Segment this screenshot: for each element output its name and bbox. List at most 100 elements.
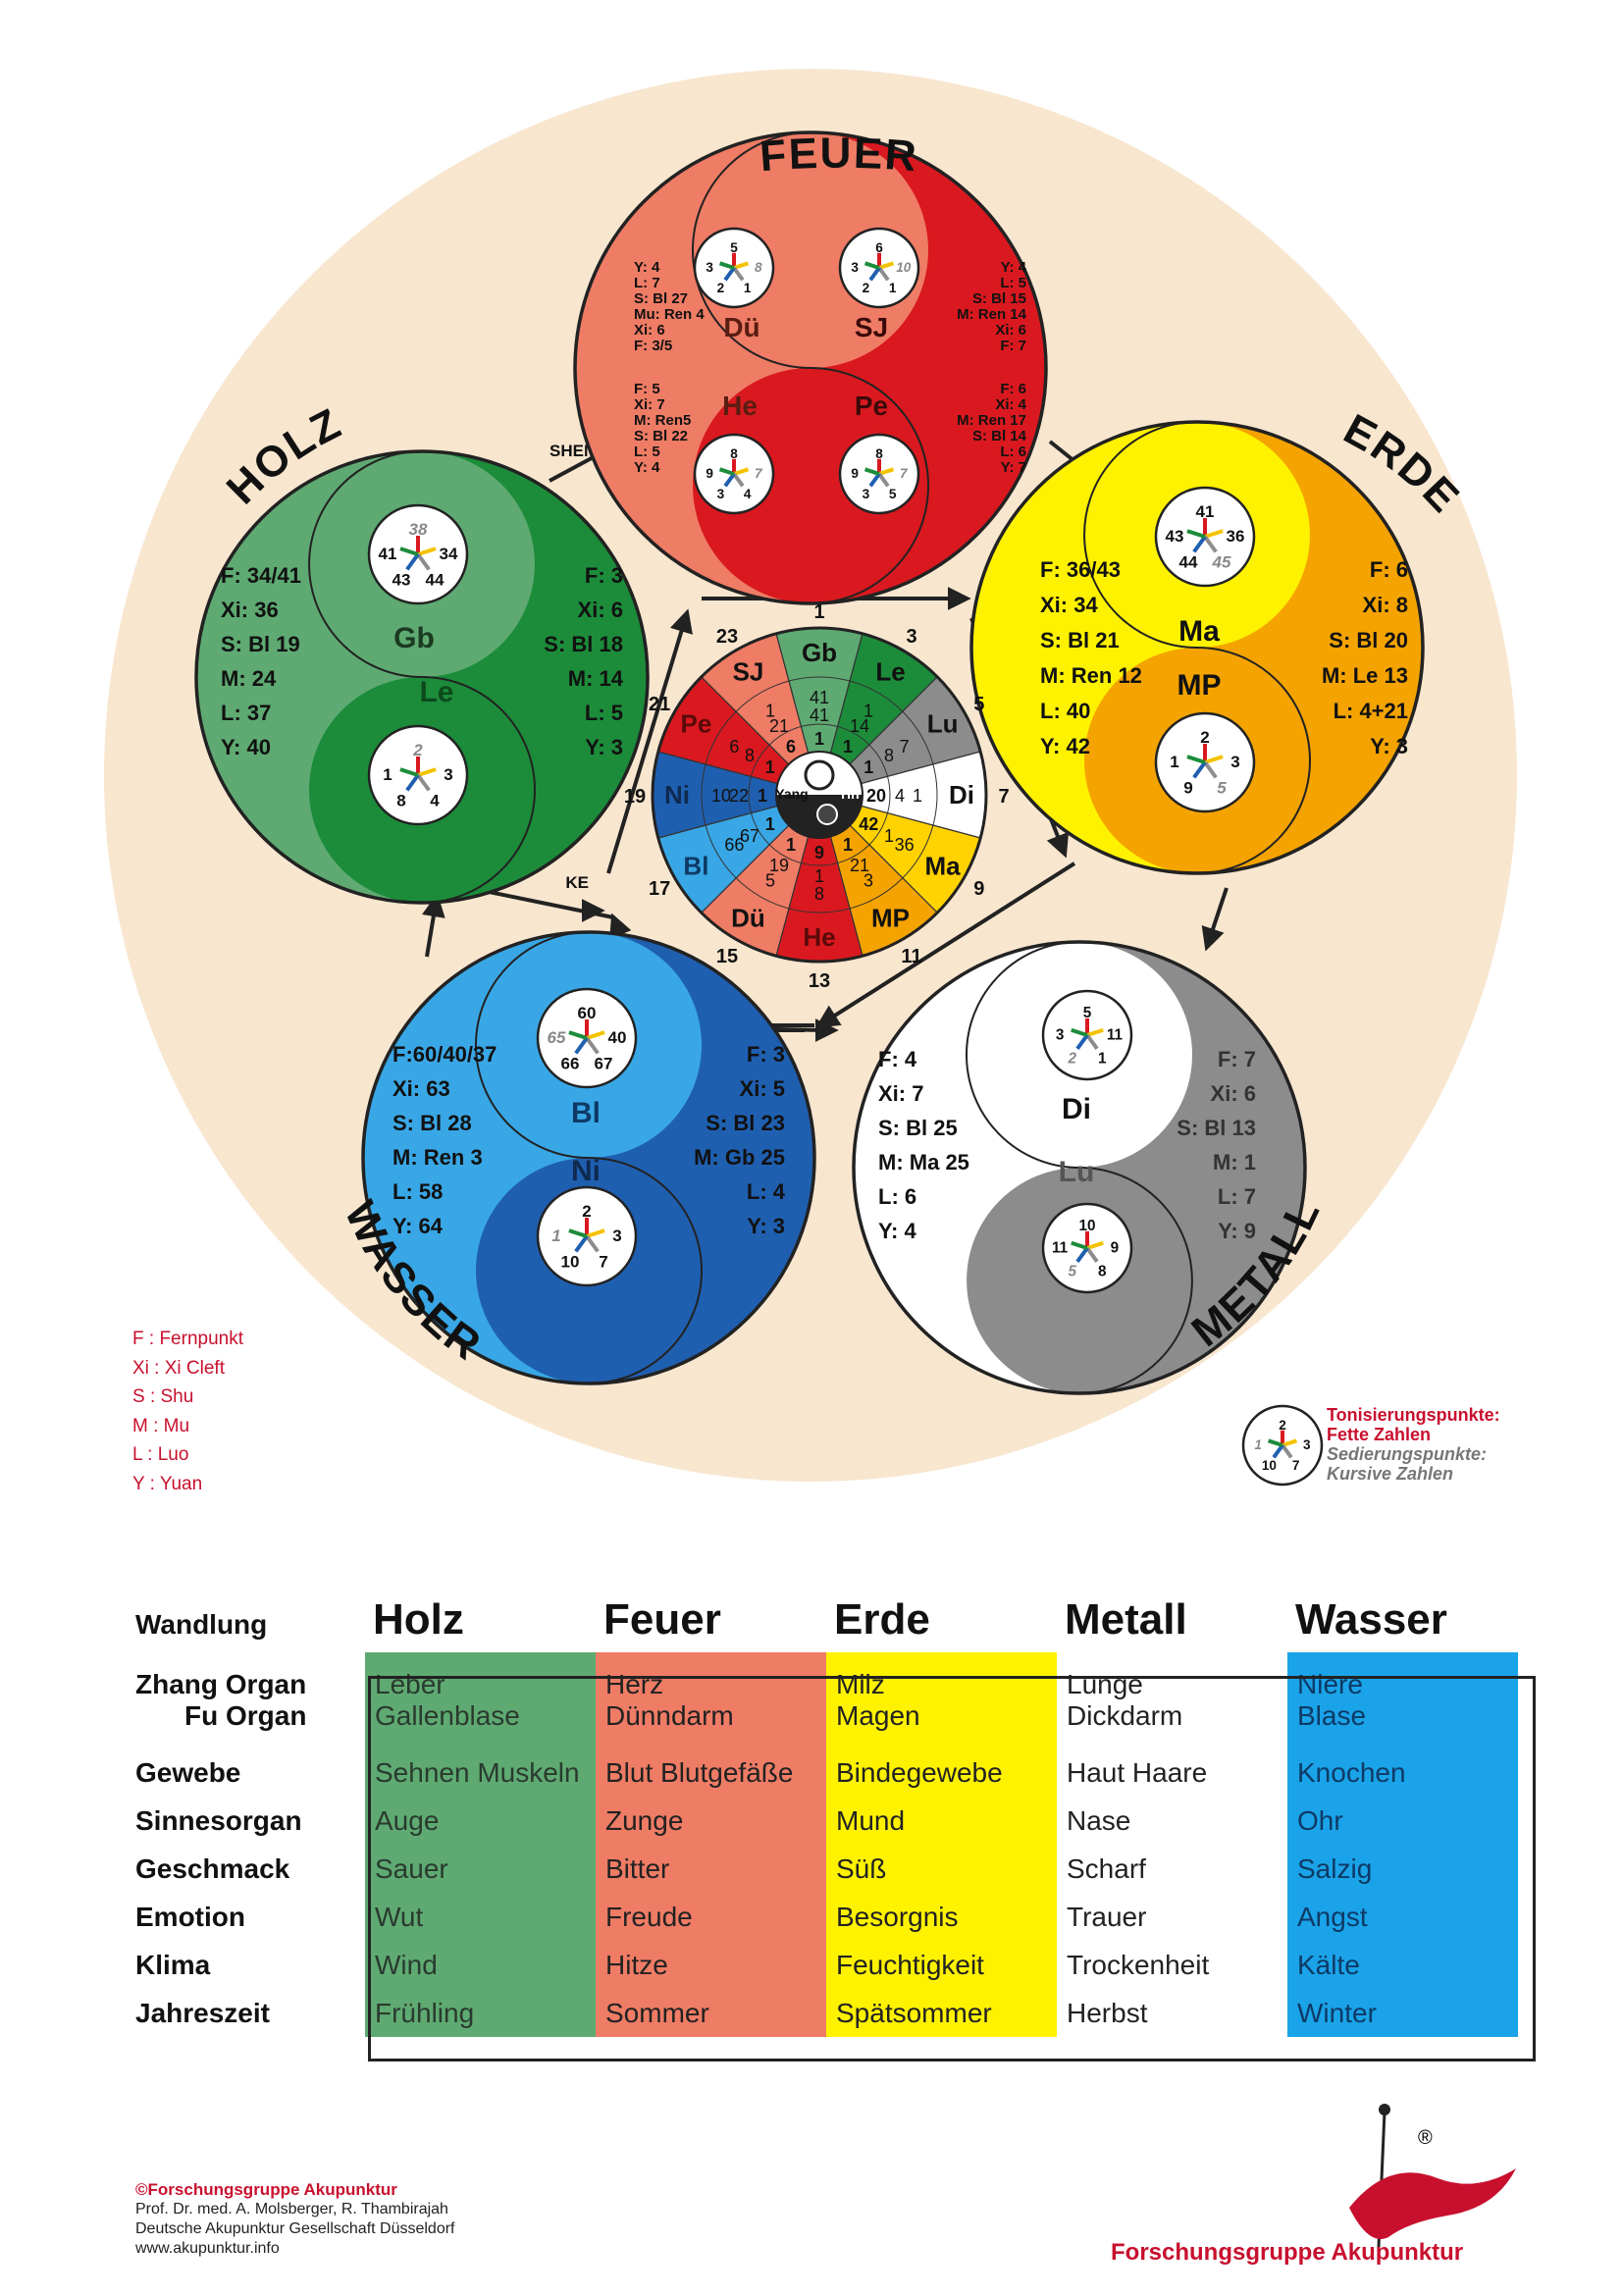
- star-ray: [718, 261, 735, 270]
- table-cell: Blut Blutgefäße: [596, 1748, 826, 1797]
- point-line: Xi: 6: [578, 598, 623, 622]
- point-line: Xi: 5: [740, 1076, 785, 1101]
- pentagon-number: 38: [409, 520, 428, 539]
- footer-url: www.akupunktur.info: [135, 2240, 280, 2257]
- star-ray: [416, 773, 431, 792]
- table-cell: Salzig: [1287, 1845, 1518, 1893]
- clock-point: 10: [711, 786, 731, 806]
- row-label: Gewebe: [135, 1756, 241, 1788]
- star-ray: [732, 266, 745, 282]
- header-metall: Metall: [1065, 1595, 1187, 1644]
- clock-point: 1: [786, 835, 796, 855]
- clock-point: 21: [769, 716, 789, 736]
- table-cell: Spätsommer: [826, 1989, 1057, 2037]
- point-line: L: 6: [878, 1184, 916, 1209]
- tonisierung-title: Tonisierungspunkte:: [1327, 1405, 1500, 1425]
- clock-point: 20: [866, 786, 886, 806]
- header-wandlung: Wandlung: [135, 1609, 268, 1640]
- pentagon-number: 3: [717, 487, 725, 501]
- clock-point: 19: [769, 856, 789, 875]
- point-line: F: 3/5: [634, 338, 672, 354]
- pentagon-number: 43: [1166, 527, 1184, 546]
- clock-hour: 5: [973, 694, 984, 715]
- cell-line: Milz: [836, 1669, 885, 1699]
- pentagon-number: 8: [755, 260, 762, 275]
- star-ray: [585, 1234, 600, 1253]
- clock-point: 4: [895, 786, 905, 806]
- yin-label: Yin: [838, 786, 859, 802]
- clock-point: 1: [843, 835, 853, 855]
- pentagon-number: 41: [1196, 502, 1215, 521]
- clock-organ-label: Ni: [664, 780, 690, 809]
- star-ray: [868, 472, 881, 488]
- table-cell: Auge: [365, 1797, 596, 1845]
- clock-organ-label: He: [803, 922, 835, 952]
- star-ray: [863, 261, 880, 270]
- circle-border: [852, 940, 1307, 1395]
- point-line: S: Bl 23: [706, 1111, 785, 1135]
- star-ray: [868, 266, 881, 282]
- point-line: L: 4+21: [1334, 699, 1408, 723]
- pentagon-number: 3: [1303, 1437, 1311, 1452]
- header-wasser: Wasser: [1295, 1595, 1447, 1644]
- clock-point: 8: [745, 746, 755, 765]
- star-ray: [417, 547, 437, 556]
- point-line: Xi: 7: [634, 396, 665, 413]
- pentagon-number: 9: [1111, 1239, 1120, 1256]
- clock-point: 1: [814, 866, 824, 886]
- row-label: Klima: [135, 1949, 211, 1980]
- pentagon-number: 44: [1179, 553, 1198, 572]
- table-cell: Bitter: [596, 1845, 826, 1893]
- circle-dark-half: [967, 942, 1305, 1393]
- point-line: F:60/40/37: [392, 1042, 497, 1067]
- clock-organ-label: Pe: [681, 709, 712, 739]
- pentagon-number: 2: [1067, 1050, 1076, 1067]
- pentagon-number: 65: [548, 1028, 566, 1047]
- star-ray: [723, 266, 736, 282]
- point-line: S: Bl 13: [1177, 1116, 1256, 1140]
- yang-dot: [804, 759, 835, 791]
- point-line: Y: 9: [1218, 1219, 1256, 1243]
- circle-border: [361, 930, 816, 1385]
- point-line: Y: 4: [634, 259, 660, 276]
- row-label-line: Zhang Organ: [135, 1669, 307, 1699]
- row-label: Jahreszeit: [135, 1997, 270, 2028]
- element-title: FEUER: [759, 130, 920, 182]
- row-label: Sinnesorgan: [135, 1804, 302, 1836]
- pentagon-number: 8: [396, 792, 405, 810]
- pentagon-number: 3: [444, 765, 452, 784]
- point-line: Y: 4: [1001, 259, 1027, 276]
- table-cell: Sommer: [596, 1989, 826, 2037]
- star-ray: [1085, 1033, 1099, 1051]
- pentagon-number: 9: [706, 466, 713, 481]
- organ-he: He: [722, 391, 758, 421]
- star-ray: [1192, 760, 1207, 779]
- clock-hour: 1: [813, 601, 824, 623]
- clock-organ-label: SJ: [733, 656, 764, 686]
- table-cell: Trockenheit: [1057, 1941, 1287, 1989]
- clock-point: 36: [895, 835, 915, 855]
- clock-point: 1: [863, 757, 873, 777]
- pentagon-number: 9: [851, 466, 859, 481]
- table-cell: Feuchtigkeit: [826, 1941, 1057, 1989]
- point-line: L: 5: [1000, 275, 1026, 291]
- clock-ring: [701, 676, 938, 913]
- star-ray: [1192, 535, 1207, 553]
- point-line: Y: 4: [634, 459, 660, 476]
- table-cell: Sauer: [365, 1845, 596, 1893]
- clock-point: 22: [729, 786, 749, 806]
- table-cell: Trauer: [1057, 1893, 1287, 1941]
- organ-di: Di: [1062, 1093, 1091, 1125]
- organ-le: Le: [419, 676, 453, 708]
- organ-mp: MP: [1177, 669, 1222, 702]
- legend-item: L : Luo: [132, 1444, 189, 1465]
